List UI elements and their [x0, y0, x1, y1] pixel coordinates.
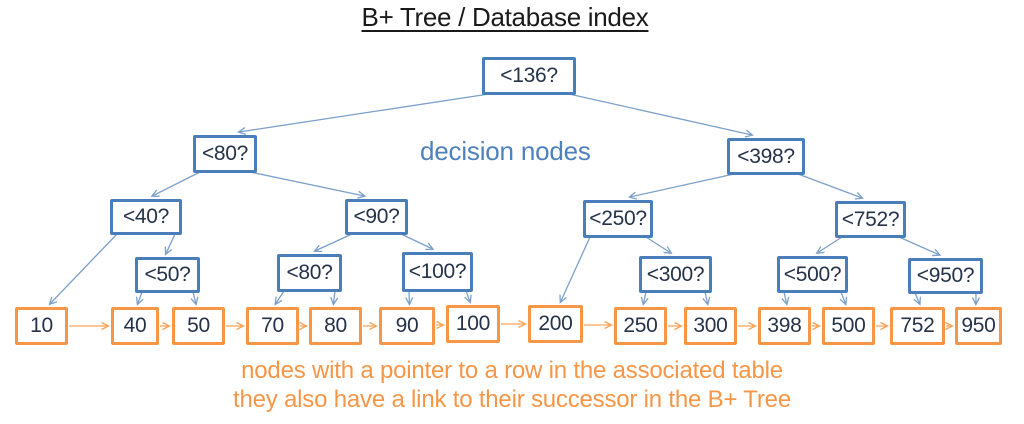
decision-node-40: <40? — [110, 199, 182, 235]
tree-edge — [627, 173, 735, 200]
leaf-node-398: 398 — [758, 307, 811, 345]
leaf-node-40: 40 — [111, 307, 159, 345]
leaf-node-70: 70 — [246, 307, 299, 345]
leaf-node-300: 300 — [684, 307, 737, 345]
leaf-notes: nodes with a pointer to a row in the ass… — [0, 356, 1024, 414]
tree-edge — [781, 291, 790, 306]
decision-nodes-annotation: decision nodes — [420, 136, 591, 166]
leaf-node-500: 500 — [822, 307, 875, 345]
decision-node-300: <300? — [639, 256, 712, 293]
tree-edge — [48, 233, 118, 306]
decision-node-136: <136? — [482, 57, 576, 95]
decision-node-752: <752? — [835, 201, 906, 238]
tree-edge — [645, 236, 673, 255]
tree-edge — [839, 291, 848, 306]
tree-edge — [249, 171, 367, 199]
leaf-node-50: 50 — [172, 307, 225, 345]
tree-edge — [330, 290, 339, 306]
tree-edge — [164, 233, 176, 256]
decision-node-398: <398? — [727, 138, 805, 175]
tree-edge — [797, 173, 864, 200]
tree-edge — [702, 291, 711, 306]
decision-node-90: <90? — [345, 199, 408, 235]
tree-edge — [898, 236, 942, 257]
decision-node-100: <100? — [402, 252, 473, 292]
diagram-title: B+ Tree / Database index — [0, 2, 1010, 33]
tree-edge — [568, 93, 754, 138]
tree-edge — [464, 290, 472, 304]
leaf-node-250: 250 — [614, 307, 667, 345]
leaf-node-90: 90 — [379, 307, 435, 345]
decision-node-500: <500? — [777, 256, 848, 293]
leaf-node-200: 200 — [528, 305, 583, 343]
tree-edge — [190, 291, 199, 306]
decision-node-250: <250? — [583, 200, 653, 238]
decision-node-950: <950? — [908, 258, 983, 294]
tree-edge — [640, 291, 649, 306]
decision-node-50: <50? — [135, 257, 200, 293]
tree-edge — [135, 291, 144, 306]
diagram-title-text: B+ Tree / Database index — [361, 2, 649, 32]
tree-edge — [400, 233, 435, 251]
tree-edge — [815, 236, 843, 255]
tree-edge — [913, 292, 922, 306]
tree-edge — [313, 233, 353, 253]
leaf-node-100: 100 — [446, 305, 500, 343]
decision-node-80a: <80? — [193, 135, 257, 173]
tree-edge — [559, 236, 591, 304]
tree-edge — [274, 290, 285, 306]
decision-node-80b: <80? — [277, 254, 342, 292]
leaf-note-line-1: nodes with a pointer to a row in the ass… — [241, 357, 783, 384]
leaf-node-10: 10 — [15, 307, 68, 345]
leaf-note-line-2: they also have a link to their successor… — [233, 386, 791, 413]
leaf-node-950: 950 — [955, 307, 1002, 345]
tree-edge — [237, 93, 490, 136]
leaf-node-752: 752 — [890, 307, 945, 345]
tree-edge — [150, 171, 201, 197]
leaf-node-80: 80 — [309, 307, 362, 345]
